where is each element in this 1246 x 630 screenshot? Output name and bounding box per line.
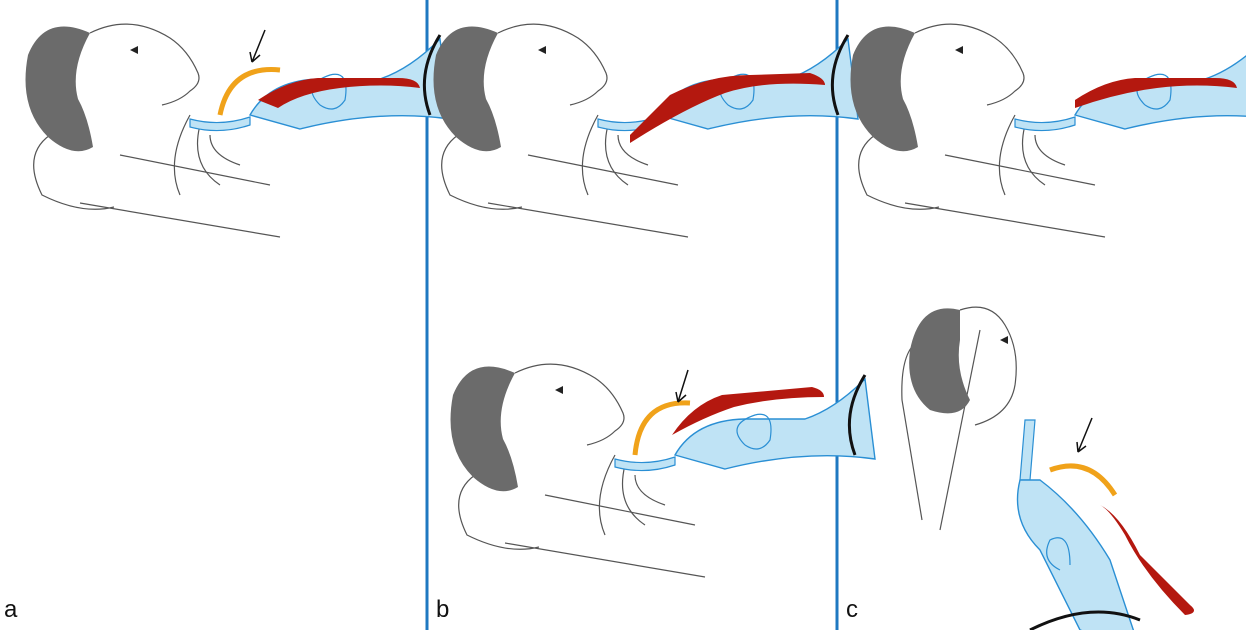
panel-b-top (434, 24, 859, 237)
arrow-a (250, 30, 265, 62)
panel-label-c: c (846, 598, 858, 622)
panel-a (26, 24, 451, 237)
probe-arc-c (1050, 466, 1115, 495)
panel-label-b: b (436, 598, 449, 622)
arrow-b (676, 370, 688, 402)
panel-label-a: a (4, 598, 17, 622)
panel-c-top (851, 24, 1246, 237)
arrow-c (1077, 418, 1092, 452)
panel-b-bottom (451, 364, 876, 577)
panel-c-bottom (902, 307, 1194, 630)
